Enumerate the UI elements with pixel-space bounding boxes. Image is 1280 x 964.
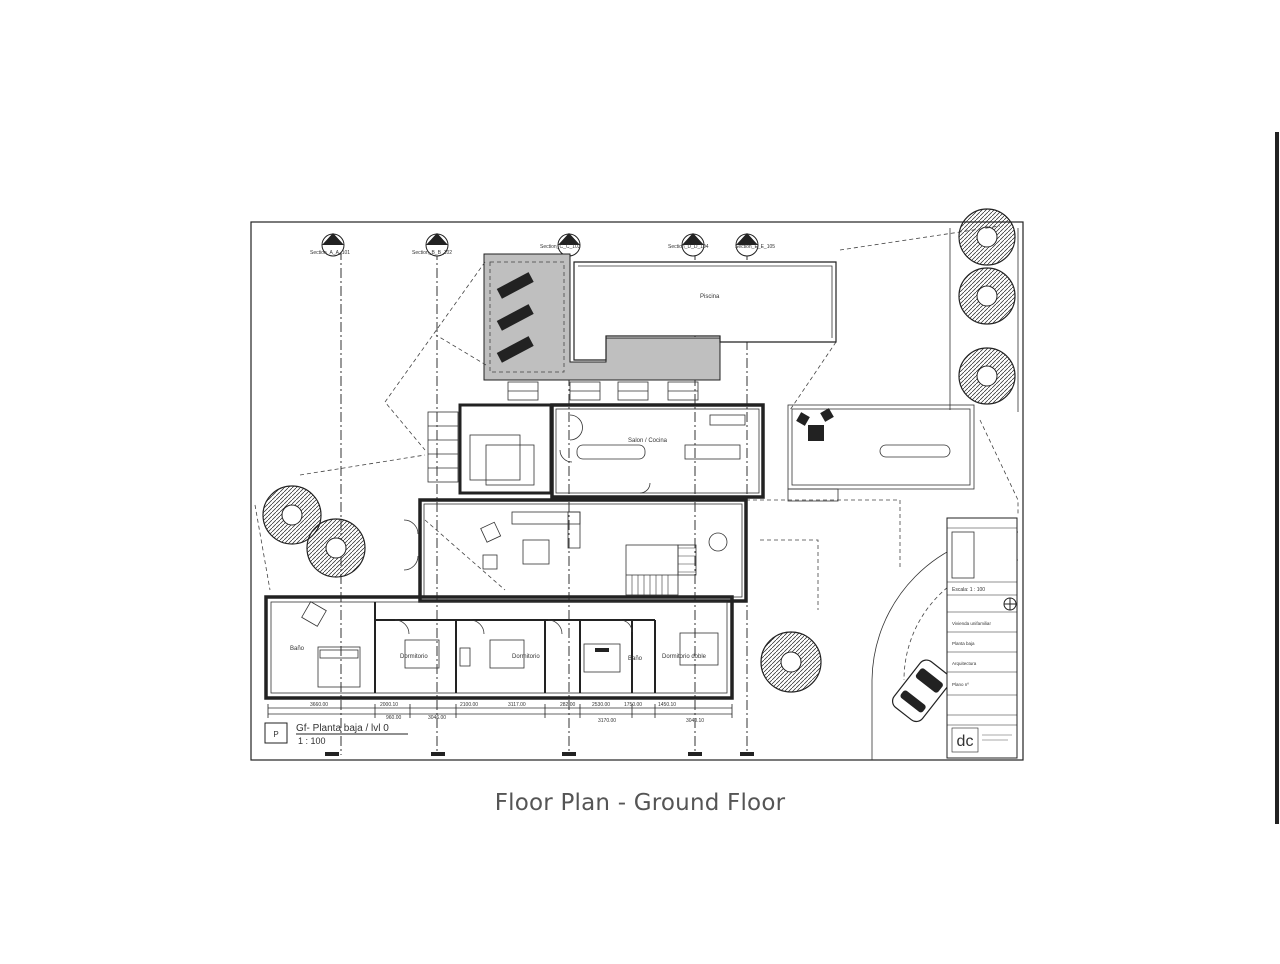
dimension-label: 2100.00: [460, 702, 478, 708]
dimension-label: 2000.10: [380, 702, 398, 708]
section-label: Section_E_E_105: [735, 244, 775, 250]
section-marker-icon: [325, 752, 754, 756]
section-label: Section_B_B_102: [412, 250, 452, 256]
dimension-label: 1750.00: [624, 702, 642, 708]
tree-icon: [262, 208, 1016, 693]
title-block-row: Planta baja: [952, 641, 975, 646]
car-icon: [891, 659, 951, 723]
dimension-lines: 3660.00 2000.10 2100.00 3117.00 282.00 2…: [267, 702, 733, 724]
section-label: Section_C_C_103: [540, 244, 581, 250]
title-block: Escala: 1 : 100 Vivienda unifamiliar Pla…: [946, 517, 1018, 759]
section-label: Section_A_A_101: [310, 250, 350, 256]
title-block-row: Vivienda unifamiliar: [952, 621, 991, 626]
room-label-dormitorio-doble: Dormitorio doble: [662, 654, 707, 660]
room-label-dormitorio: Dormitorio: [512, 654, 540, 660]
section-marker-icon: [321, 233, 759, 257]
title-block-row: Plano nº: [952, 682, 969, 687]
dimension-label: 282.00: [560, 702, 576, 708]
room-label-bano: Baño: [628, 656, 643, 662]
north-arrow-icon: [1003, 597, 1017, 611]
sheet-marker: P: [273, 730, 278, 739]
title-block-row: Arquitectura: [952, 661, 977, 666]
kitchen-living-block: Salon / Cocina: [550, 403, 765, 499]
pool: [573, 261, 837, 361]
terrace-block: [787, 404, 975, 502]
dimension-label: 1450.10: [658, 702, 676, 708]
pool-deck-outline: [489, 261, 565, 373]
dimension-label: 3040.10: [686, 718, 704, 724]
sun-lounger-icon: [496, 272, 534, 363]
title-block-logo: dc: [957, 733, 974, 750]
pool-steps: [507, 381, 699, 401]
dimension-label: 3170.00: [598, 718, 616, 724]
plan-scale-text: 1 : 100: [298, 736, 326, 746]
dimension-label: 2530.00: [592, 702, 610, 708]
room-label-bano: Baño: [290, 646, 305, 652]
bedroom-wing: Baño Dormitorio Dormitorio Baño Dormitor…: [264, 595, 734, 700]
plan-title: P Gf- Planta baja / lvl 0 1 : 100: [264, 722, 408, 746]
room-label-pool: Piscina: [700, 294, 720, 300]
dimension-label: 960.00: [386, 715, 402, 721]
dimension-label: 3117.00: [508, 702, 526, 708]
section-label: Section_D_D_104: [668, 244, 709, 250]
title-block-scale: Escala: 1 : 100: [952, 587, 985, 593]
room-label-salon: Salon / Cocina: [628, 438, 668, 444]
room-label-dormitorio: Dormitorio: [400, 654, 428, 660]
plan-title-text: Gf- Planta baja / lvl 0: [296, 723, 389, 734]
page-edge: [1275, 132, 1279, 824]
dimension-label: 3046.00: [428, 715, 446, 721]
dimension-label: 3660.00: [310, 702, 328, 708]
figure-caption: Floor Plan - Ground Floor: [494, 790, 786, 816]
site-boundary-lines: [254, 225, 1019, 610]
